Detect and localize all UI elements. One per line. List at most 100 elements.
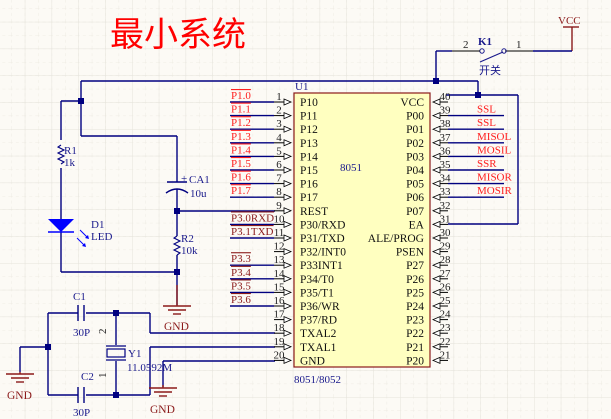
pin-name: P05	[406, 179, 424, 191]
pin-name: P21	[406, 342, 424, 354]
chip-center-label: 8051	[340, 162, 362, 174]
pin-name: P27	[406, 260, 424, 272]
switch-k1[interactable]: 1 2 K1 开关	[436, 36, 572, 77]
pin-number: 32	[440, 200, 451, 212]
pin-name: P30/RXD	[300, 219, 345, 231]
pin-number: 5	[276, 145, 282, 157]
pin-number: 26	[440, 281, 452, 293]
y1-pin-2: 2	[97, 329, 109, 335]
pin-name: P17	[300, 192, 318, 204]
net-label: SSR	[477, 158, 497, 170]
pin-number: 13	[274, 254, 286, 266]
pin-number: 11	[274, 227, 285, 239]
r2-value: 10k	[181, 245, 198, 257]
pin-number: 14	[274, 268, 286, 280]
pin-name: EA	[409, 219, 425, 231]
pin-number: 7	[276, 173, 282, 185]
ca1-value: 10u	[190, 188, 207, 200]
net-label: P1.0	[231, 90, 251, 102]
net-label: P1.2	[231, 117, 251, 129]
pin-name: P04	[406, 165, 424, 177]
capacitor-c2[interactable]: C2 30P	[73, 371, 94, 419]
net-label: MOSIL	[477, 144, 512, 156]
pin-number: 8	[276, 186, 282, 198]
crystal-y1[interactable]: 2 1 Y1 11.0592M	[97, 329, 172, 379]
vcc-power-port[interactable]: VCC	[558, 15, 581, 51]
pin-number: 23	[440, 322, 452, 334]
chip-body	[293, 92, 431, 368]
gnd-symbol-chip[interactable]: GND	[149, 385, 177, 416]
chip-designator: U1	[295, 81, 308, 93]
capacitor-ca1[interactable]: + CA1 10u	[165, 170, 210, 200]
pin-name: P06	[406, 192, 424, 204]
resistor-r1[interactable]: R1 1k	[56, 144, 77, 169]
pin-name: TXAL1	[300, 342, 337, 354]
pin-name: TXAL2	[300, 328, 337, 340]
pin-name: P31/TXD	[300, 233, 345, 245]
led-d1[interactable]: D1 LED	[48, 219, 112, 247]
gnd-symbol-crystal-left[interactable]: GND	[6, 372, 34, 402]
net-label: P3.1TXD	[231, 226, 274, 238]
pin-name: P37/RD	[300, 315, 337, 327]
pin-name: P24	[406, 301, 424, 313]
y1-pin-1: 1	[97, 373, 109, 379]
pin-number: 1	[276, 91, 282, 103]
capacitor-c1[interactable]: C1 30P	[73, 291, 90, 339]
pin-name: P20	[406, 355, 424, 367]
d1-designator: D1	[91, 219, 104, 231]
switch-name: 开关	[479, 63, 501, 77]
pin-name: P32/INT0	[300, 247, 346, 259]
y1-value: 11.0592M	[127, 362, 172, 374]
pin-number: 3	[276, 118, 282, 130]
pin-number: 22	[440, 336, 451, 348]
net-label: P3.0RXD	[231, 212, 274, 224]
net-label: MISOL	[477, 131, 512, 143]
pin-number: 34	[440, 173, 452, 185]
ca1-polarity: +	[181, 173, 187, 185]
pin-number: 19	[274, 336, 286, 348]
gnd-symbol-reset[interactable]: GND	[163, 285, 191, 333]
resistor-r2[interactable]: R2 10k	[172, 230, 198, 260]
